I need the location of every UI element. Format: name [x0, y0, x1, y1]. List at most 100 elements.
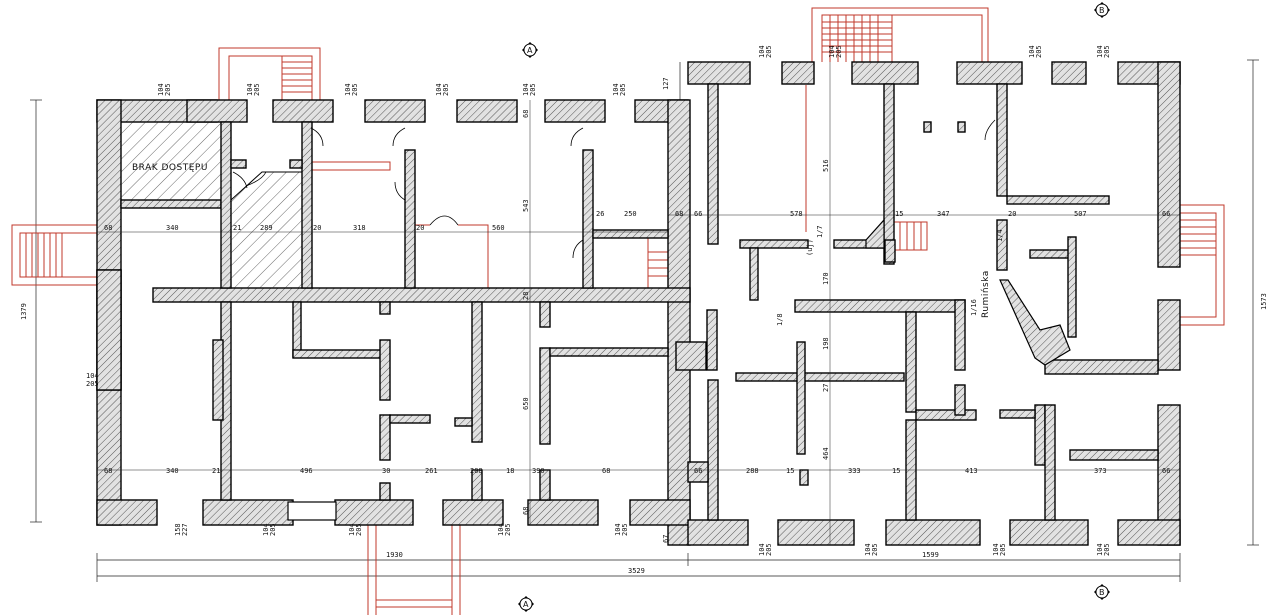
window-dim: 104: [1028, 45, 1036, 58]
window-dim: 104: [864, 543, 872, 556]
dim-left-total: 1930: [386, 551, 403, 559]
window-dim: 205: [1035, 45, 1043, 58]
dim-row1-right: 26: [596, 210, 604, 218]
window-dim: 104: [86, 372, 99, 380]
window-dim: 227: [181, 523, 189, 536]
window-dim: 205: [351, 83, 359, 96]
no-access-area: [120, 121, 222, 201]
dim-row2-left: 261: [425, 467, 438, 475]
dim-row1-right: 15: [895, 210, 903, 218]
dim-row1-right: 347: [937, 210, 950, 218]
dim-top-small: 127: [662, 77, 670, 90]
dim-row2-left: 208: [470, 467, 483, 475]
dim-row2-left: 68: [602, 467, 610, 475]
dim-vertical: 198: [822, 337, 830, 350]
dim-row1-left: 21: [233, 224, 241, 232]
dim-vertical: 464: [822, 447, 830, 460]
fraction-label: 1/7: [816, 225, 824, 238]
dim-row2-right: 333: [848, 467, 861, 475]
window-dim: 205: [871, 543, 879, 556]
dim-vertical: 68: [522, 507, 530, 515]
dim-row1-left: 318: [353, 224, 366, 232]
dim-row1-right: 68: [675, 210, 683, 218]
window-dim: 205: [765, 45, 773, 58]
window-dim: 104: [344, 83, 352, 96]
fraction-label: 1/4: [996, 229, 1004, 242]
dim-row2-left: 30: [382, 467, 390, 475]
window-dim: 205: [355, 523, 363, 536]
window-dim: 158: [174, 523, 182, 536]
window-dim: 104: [262, 523, 270, 536]
dim-row2-left: 496: [300, 467, 313, 475]
window-dim: 104: [614, 523, 622, 536]
window-dim: 205: [86, 380, 99, 388]
dim-row1-right: 250: [624, 210, 637, 218]
dim-bottom-small: 67: [662, 535, 670, 543]
door-swings: [232, 119, 996, 259]
dim-row2-left: 390: [532, 467, 545, 475]
dim-left-height: 1379: [20, 303, 28, 320]
dim-row2-left: 18: [506, 467, 514, 475]
dim-row1-right: 578: [790, 210, 803, 218]
dim-row2-left: 340: [166, 467, 179, 475]
dim-row1-right: 507: [1074, 210, 1087, 218]
dim-row2-left: 68: [104, 467, 112, 475]
window-dim: 205: [269, 523, 277, 536]
dim-row2-right: 15: [892, 467, 900, 475]
dim-vertical: 28: [522, 292, 530, 300]
window-dim: 104: [758, 543, 766, 556]
window-dim: 205: [1103, 543, 1111, 556]
dim-grand-total: 3529: [628, 567, 645, 575]
dim-vertical: 170: [822, 272, 830, 285]
dim-vertical: 516: [822, 159, 830, 172]
diagonal-wall: [999, 279, 1071, 366]
dim-right-total: 1599: [922, 551, 939, 559]
axis-a-bottom: A: [523, 600, 529, 609]
window-dim: 104: [522, 83, 530, 96]
dim-row1-left: 340: [166, 224, 179, 232]
diagonal-wall-2: [865, 218, 885, 249]
window-dim: 104: [435, 83, 443, 96]
dim-row2-right: 66: [1162, 467, 1170, 475]
dim-row1-left: 560: [492, 224, 505, 232]
window-dim: 104: [497, 523, 505, 536]
dim-row1-left: 20: [313, 224, 321, 232]
window-dim: 205: [504, 523, 512, 536]
window-dim: 104: [1096, 45, 1104, 58]
window-dim: 205: [999, 543, 1007, 556]
window-dim: 205: [253, 83, 261, 96]
window-dim: 205: [621, 523, 629, 536]
window-dim: 104: [828, 45, 836, 58]
window-dim: 205: [442, 83, 450, 96]
dim-vertical: 543: [522, 199, 530, 212]
axis-a-top: A: [527, 46, 533, 55]
window-dim: 205: [529, 83, 537, 96]
dim-row2-right: 15: [786, 467, 794, 475]
dim-row1-right: 66: [1162, 210, 1170, 218]
axis-markers: [518, 2, 1110, 612]
column-box: [287, 501, 337, 521]
dim-row2-right: 373: [1094, 467, 1107, 475]
window-dim: 104: [157, 83, 165, 96]
window-dim: 205: [164, 83, 172, 96]
street-label: Rumińska: [981, 270, 991, 318]
window-dim: 104: [992, 543, 1000, 556]
dim-row2-right: 288: [746, 467, 759, 475]
dim-vertical: 68: [522, 110, 530, 118]
window-dim: 205: [835, 45, 843, 58]
dim-row1-right: 20: [1008, 210, 1016, 218]
window-dim: 205: [1103, 45, 1111, 58]
dim-row1-left: 20: [416, 224, 424, 232]
inner-dimension-lines: [97, 62, 1180, 545]
walls: [96, 61, 1181, 546]
dim-vertical: 27: [822, 384, 830, 392]
dim-right-height: 1573: [1260, 293, 1268, 310]
no-access-label: BRAK DOSTĘPU: [132, 163, 208, 173]
window-dim: 205: [619, 83, 627, 96]
window-dim: 104: [246, 83, 254, 96]
dim-row2-left: 21: [212, 467, 220, 475]
window-dim: 205: [765, 543, 773, 556]
misc-label: (uj): [806, 239, 814, 256]
dim-row2-right: 66: [694, 467, 702, 475]
